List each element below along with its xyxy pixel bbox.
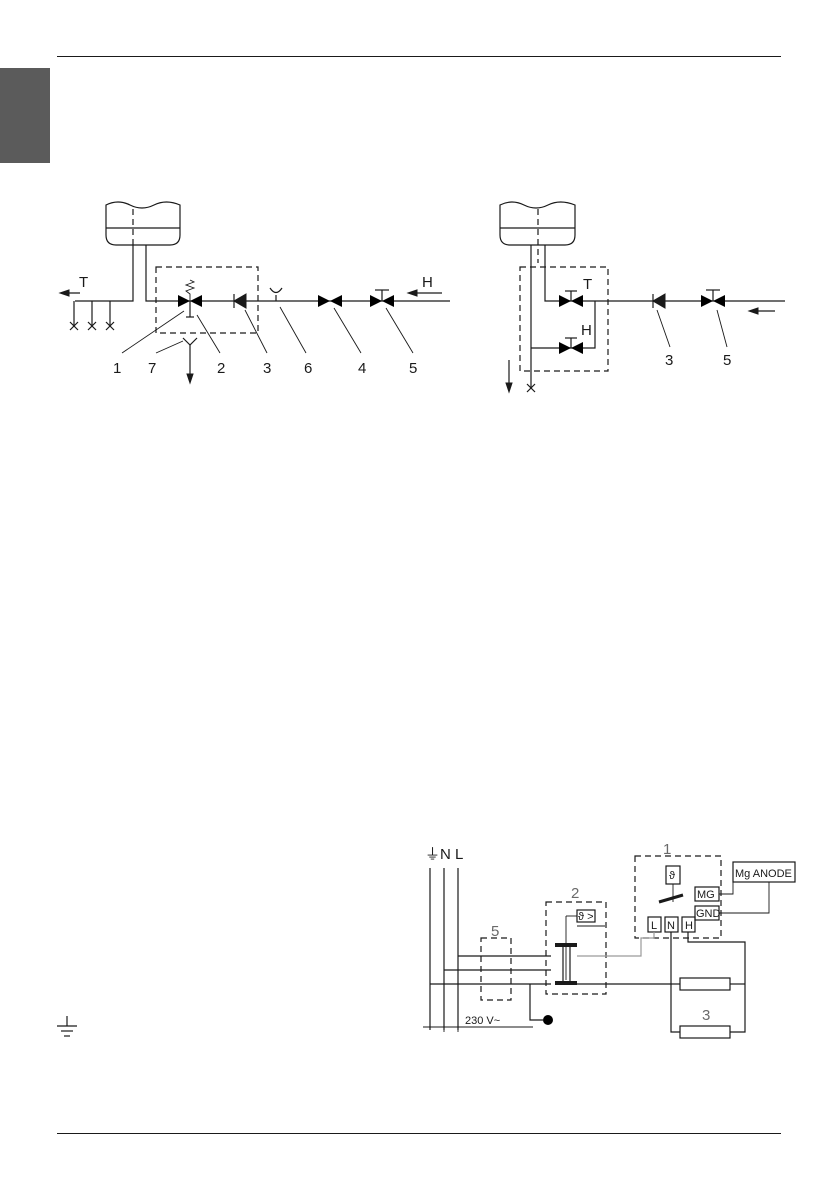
- callout-leaders: [121, 306, 414, 354]
- mixer-tap-box: [519, 266, 609, 372]
- heating-element-1: [679, 977, 731, 991]
- wiring-diagram: ⏚ N L 230 V~ 5 2 ϑ > 1 ϑ L N H: [423, 841, 796, 1039]
- block-1-label: 1: [663, 841, 671, 858]
- callout-5: 5: [723, 352, 731, 369]
- tank-outline: [499, 201, 576, 263]
- supply-line-label: L: [455, 846, 463, 863]
- block-2-label: 2: [571, 885, 579, 902]
- callout-4: 4: [358, 360, 366, 377]
- thermostat-box: [634, 855, 722, 939]
- terminal-L-label: L: [651, 920, 657, 932]
- footer-rule: [57, 1133, 781, 1134]
- hydraulic-diagram-pressure: T H: [58, 201, 450, 385]
- supply-conductors: [429, 868, 459, 1030]
- anode-label: Mg ANODE: [735, 868, 792, 880]
- shutoff-valve-icon: [701, 289, 725, 307]
- heating-element-2: [679, 1025, 731, 1039]
- terminal-N-label: N: [667, 920, 675, 932]
- inlet-pipe: [544, 245, 785, 302]
- check-valve-icon: [652, 293, 666, 309]
- header-rule: [57, 56, 781, 57]
- cold-tap-valve-icon: [559, 337, 583, 354]
- section-tab: [0, 68, 50, 163]
- anode-box: [732, 861, 796, 883]
- voltage-label: 230 V~: [465, 1015, 500, 1027]
- limiter-glyph: ϑ >: [578, 911, 594, 923]
- block-3-label: 3: [702, 1007, 710, 1024]
- hydraulic-diagram-nonpressure: T H 3 5: [499, 201, 785, 394]
- anode-mg-label: MG: [697, 889, 715, 901]
- hot-tap-valve-icon: [559, 290, 583, 307]
- terminal-strip-box: [480, 937, 512, 1001]
- thermostat-glyph: ϑ: [669, 870, 675, 882]
- cold-water-pipe: [145, 245, 450, 302]
- hot-water-label: T: [79, 274, 88, 291]
- terminal-H-label: H: [685, 920, 693, 932]
- thermal-cutout-box: [545, 901, 607, 995]
- anode-gnd-label: GND: [696, 908, 721, 920]
- callout-3: 3: [263, 360, 271, 377]
- draw-off-taps: [69, 301, 115, 331]
- callout-1: 1: [113, 360, 121, 377]
- callout-5: 5: [409, 360, 417, 377]
- supply-neutral-label: N: [440, 846, 451, 863]
- check-valve-icon: [233, 293, 247, 309]
- safety-group-box: [155, 266, 259, 334]
- cold-water-label: H: [422, 274, 433, 291]
- hot-water-pipe: [75, 245, 134, 302]
- callout-6: 6: [304, 360, 312, 377]
- tank-outline: [105, 201, 181, 246]
- supply-earth-label: ⏚: [425, 846, 440, 863]
- shutoff-valve-icon: [370, 289, 394, 307]
- ground-symbol-icon: [57, 1016, 77, 1037]
- callout-7: 7: [148, 360, 156, 377]
- block-5-label: 5: [491, 923, 499, 940]
- callout-3: 3: [665, 352, 673, 369]
- drain-funnel-icon: [182, 337, 198, 385]
- cold-tap-label: H: [581, 322, 592, 339]
- voltage-dimension: [423, 1020, 533, 1032]
- callout-2: 2: [217, 360, 225, 377]
- stop-valve-icon: [318, 295, 342, 307]
- safety-valve-icon: [178, 279, 202, 318]
- earth-terminal-icon: [543, 1015, 553, 1025]
- hot-tap-label: T: [583, 276, 592, 293]
- test-point-icon: [269, 287, 283, 301]
